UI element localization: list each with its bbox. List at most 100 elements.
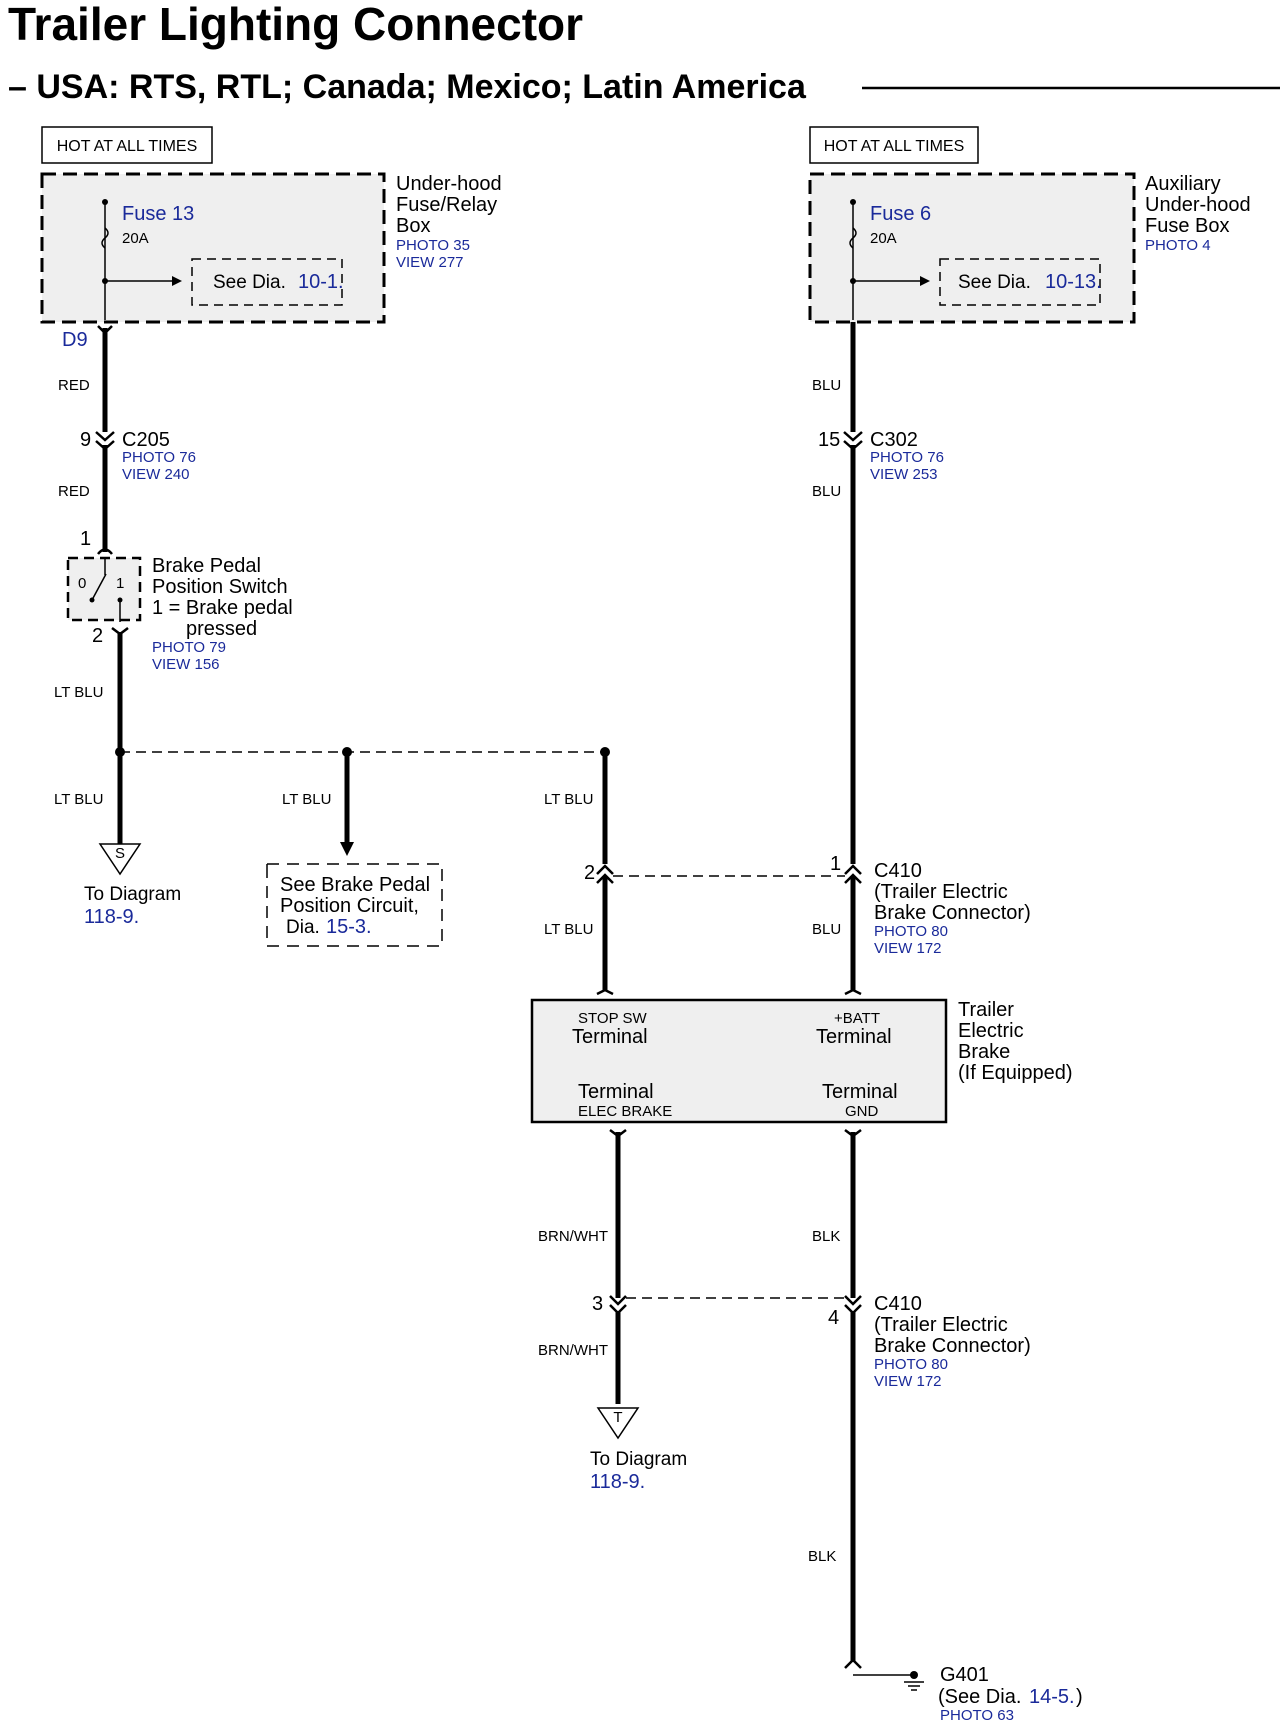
wire-color-brn-wht-upper: BRN/WHT <box>538 1228 608 1245</box>
module-batt-terminal-icon <box>844 988 862 996</box>
c302-name: C302 <box>870 429 918 451</box>
aux-box-name-line2: Under-hood <box>1145 194 1251 216</box>
c410-top-left-terminal-icon <box>596 864 614 884</box>
lt-blu-splice: LT BLU LT BLU LT BLU S To Diagram 118-9.… <box>54 747 610 947</box>
box-photo-link[interactable]: PHOTO 35 <box>396 237 470 254</box>
c205-pin: 9 <box>80 429 91 451</box>
c205-name: C205 <box>122 429 170 451</box>
wire-color-red-lower: RED <box>58 483 90 500</box>
switch-box <box>66 556 142 622</box>
c410-bottom-view-link[interactable]: VIEW 172 <box>874 1373 942 1390</box>
d9-terminal-label: D9 <box>62 329 88 351</box>
fuse-6-rating: 20A <box>870 230 897 247</box>
switch-photo-link[interactable]: PHOTO 79 <box>152 639 226 656</box>
wire-color-brn-wht-lower: BRN/WHT <box>538 1342 608 1359</box>
switch-bottom-terminal-icon <box>111 627 129 636</box>
wire-color-right-branch: LT BLU <box>544 791 593 808</box>
c410-bottom-photo-link[interactable]: PHOTO 80 <box>874 1356 948 1373</box>
wire-color-lt-blu-module: LT BLU <box>544 921 593 938</box>
to-diagram-t-text: To Diagram <box>590 1449 687 1470</box>
elec-brake-terminal: Terminal <box>578 1081 654 1103</box>
see-dia-box-left <box>191 258 343 306</box>
c410-top-pin-right: 1 <box>830 853 841 875</box>
module-name-line2: Electric <box>958 1020 1024 1042</box>
module-name-line4: (If Equipped) <box>958 1062 1073 1084</box>
box-name-line2: Fuse/Relay <box>396 194 497 216</box>
module-elec-brake-terminal-icon <box>609 1129 627 1138</box>
switch-name-line1: Brake Pedal <box>152 555 261 577</box>
box-name-line3: Box <box>396 215 430 237</box>
see-brake-line2: Position Circuit, <box>280 895 419 917</box>
switch-pin-top: 1 <box>80 528 91 550</box>
wire-color-middle-branch: LT BLU <box>282 791 331 808</box>
switch-name-line3: 1 = Brake pedal <box>152 597 293 619</box>
to-diagram-s-ref[interactable]: 118-9. <box>84 906 139 928</box>
to-diagram-t-ref[interactable]: 118-9. <box>590 1471 645 1493</box>
fuse-6-icon <box>849 227 857 249</box>
underhood-fuse-relay-box <box>40 172 386 324</box>
arrow-down-icon <box>340 842 354 856</box>
wire-color-blu-module: BLU <box>812 921 841 938</box>
c302-pin: 15 <box>818 429 840 451</box>
offpage-t-letter: T <box>613 1409 622 1426</box>
module-name-line3: Brake <box>958 1041 1010 1063</box>
c410-bottom-pin-left: 3 <box>592 1293 603 1315</box>
ground-name: G401 <box>940 1664 989 1686</box>
c205-photo-link[interactable]: PHOTO 76 <box>122 449 196 466</box>
left-power-source: HOT AT ALL TIMES Fuse 13 20A See Dia. 10… <box>40 126 502 351</box>
c410-top-name: C410 <box>874 860 922 882</box>
fuse-13-label: Fuse 13 <box>122 203 194 225</box>
connector-c302: 15 C302 PHOTO 76 VIEW 253 BLU BLU <box>812 377 944 500</box>
c302-photo-link[interactable]: PHOTO 76 <box>870 449 944 466</box>
c410-top-photo-link[interactable]: PHOTO 80 <box>874 923 948 940</box>
hot-at-all-times-right: HOT AT ALL TIMES <box>824 138 965 155</box>
fuse-6-label: Fuse 6 <box>870 203 931 225</box>
switch-blade <box>91 573 107 601</box>
offpage-s-letter: S <box>115 845 125 862</box>
wire-color-blk-upper: BLK <box>812 1228 840 1245</box>
diagram-title: Trailer Lighting Connector <box>8 0 583 50</box>
see-brake-ref[interactable]: 15-3. <box>326 916 372 938</box>
switch-pos-0: 0 <box>78 575 86 592</box>
c410-top-right-terminal-icon <box>844 864 862 884</box>
gnd-label: GND <box>845 1103 879 1120</box>
batt-label: +BATT <box>834 1010 880 1027</box>
switch-view-link[interactable]: VIEW 156 <box>152 656 220 673</box>
offpage-t-triangle-icon <box>596 1407 640 1440</box>
fuse-13-rating: 20A <box>122 230 149 247</box>
offpage-t: T To Diagram 118-9. <box>590 1407 687 1493</box>
see-dia-ref-left[interactable]: 10-1. <box>298 271 344 293</box>
see-brake-line1: See Brake Pedal <box>280 874 430 896</box>
c410-bottom-name: C410 <box>874 1293 922 1315</box>
aux-box-name-line3: Fuse Box <box>1145 215 1229 237</box>
right-power-source: HOT AT ALL TIMES Fuse 6 20A See Dia. 10-… <box>808 126 1251 324</box>
c410-bottom-desc-line1: (Trailer Electric <box>874 1314 1008 1336</box>
auxiliary-underhood-fuse-box <box>808 172 1136 324</box>
c410-top-view-link[interactable]: VIEW 172 <box>874 940 942 957</box>
wire-color-left-branch: LT BLU <box>54 791 103 808</box>
wire-color-blu-lower: BLU <box>812 483 841 500</box>
wire-color-red-upper: RED <box>58 377 90 394</box>
diagram-subtitle: – USA: RTS, RTL; Canada; Mexico; Latin A… <box>8 68 807 106</box>
box-view-link[interactable]: VIEW 277 <box>396 254 464 271</box>
switch-pos-1: 1 <box>116 575 124 592</box>
arrow-right-icon <box>920 276 930 286</box>
trailer-electric-brake-module: STOP SW Terminal +BATT Terminal Terminal… <box>530 988 1073 1138</box>
splice-node-middle <box>342 747 352 757</box>
ground-see-ref[interactable]: 14-5. <box>1029 1686 1075 1708</box>
ground-photo-link[interactable]: PHOTO 63 <box>940 1707 1014 1724</box>
offpage-s-triangle-icon <box>98 843 142 876</box>
aux-box-photo-link[interactable]: PHOTO 4 <box>1145 237 1211 254</box>
batt-terminal: Terminal <box>816 1026 892 1048</box>
ground-terminal-icon <box>844 1658 862 1669</box>
see-dia-text-left: See Dia. <box>213 272 286 293</box>
connector-c205: 9 C205 PHOTO 76 VIEW 240 RED RED <box>58 377 196 500</box>
fuse-node-top <box>102 199 108 205</box>
switch-pin-bottom: 2 <box>92 625 103 647</box>
see-dia-ref-right[interactable]: 10-13. <box>1045 271 1102 293</box>
c205-view-link[interactable]: VIEW 240 <box>122 466 190 483</box>
module-gnd-terminal-icon <box>844 1129 862 1138</box>
c302-view-link[interactable]: VIEW 253 <box>870 466 938 483</box>
fuse-13-icon <box>101 227 109 249</box>
